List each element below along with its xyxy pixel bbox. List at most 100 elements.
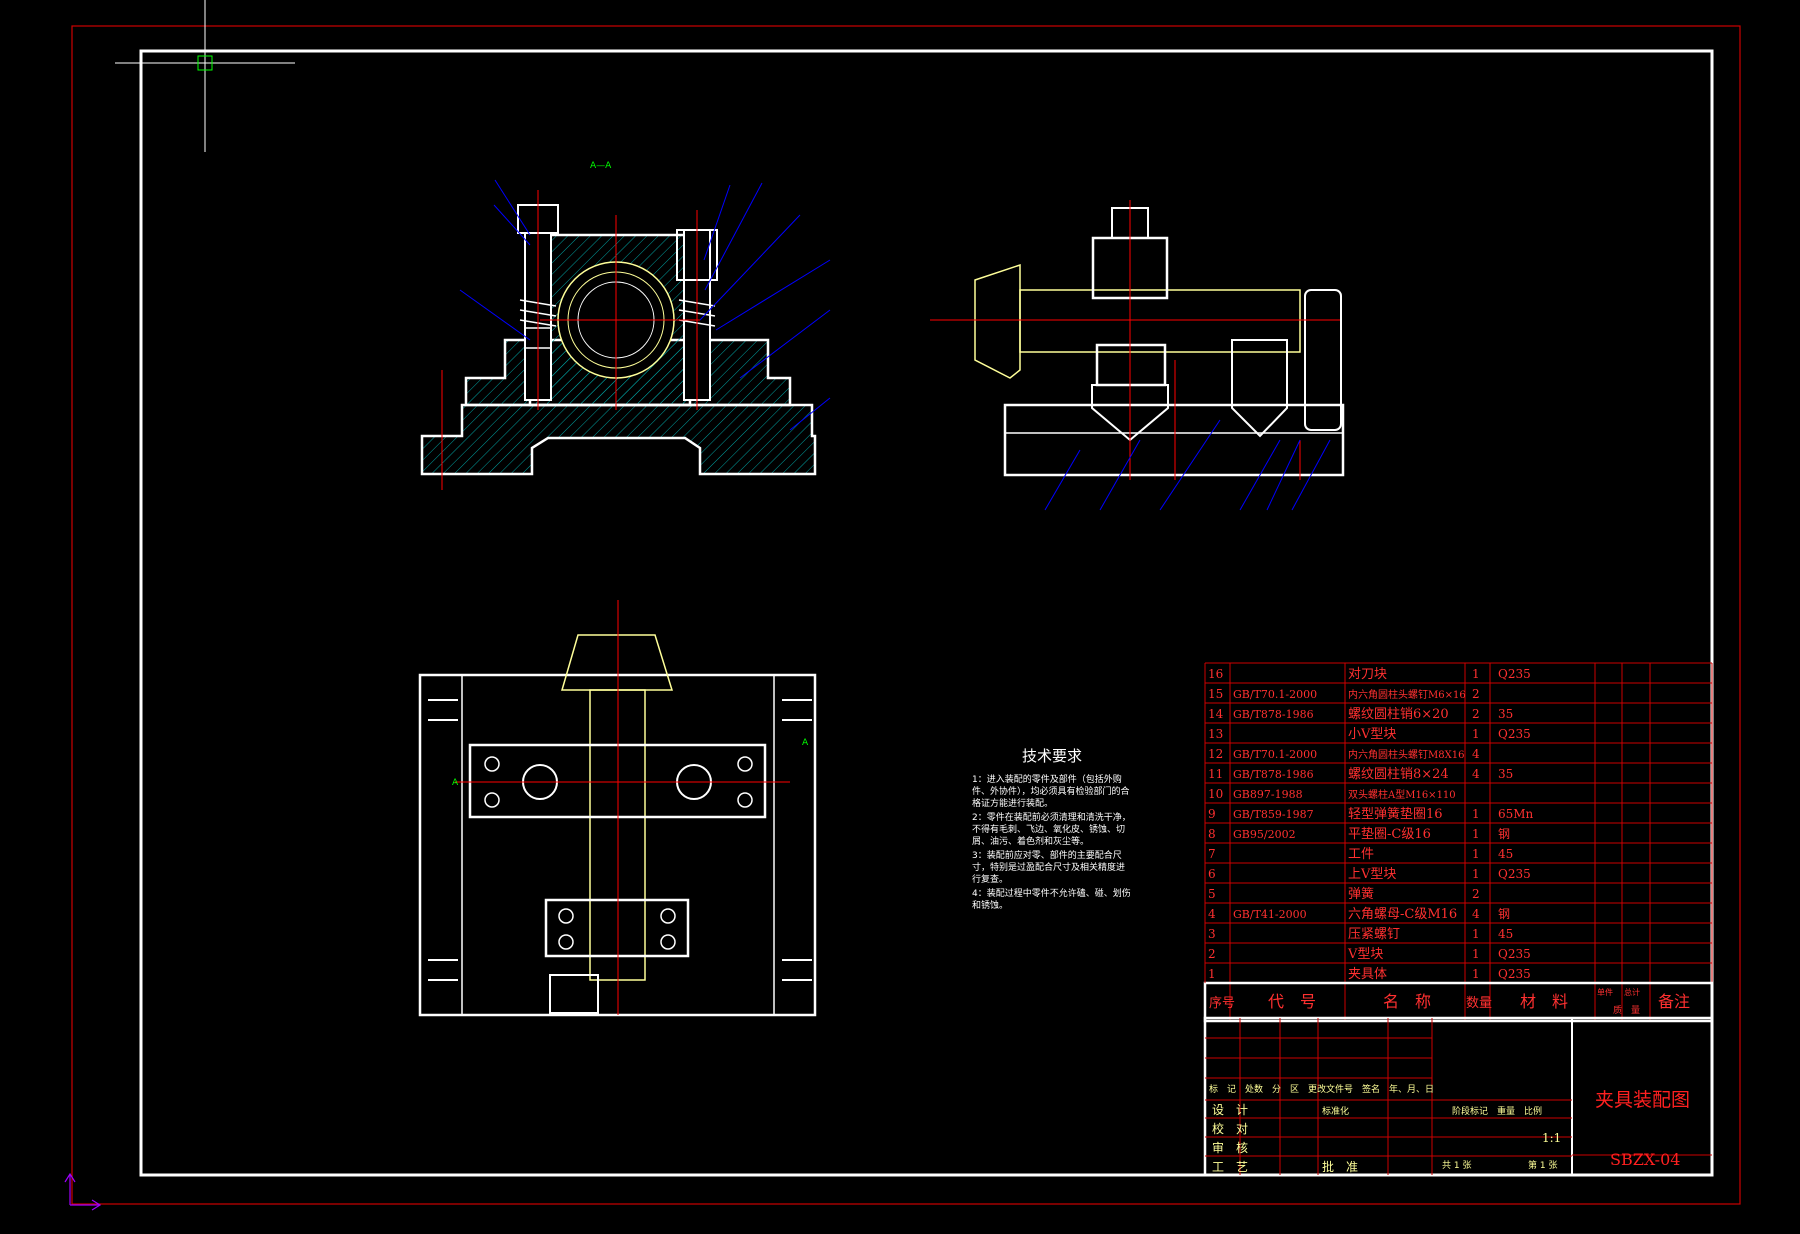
drawing-name: 夹具装配图	[1595, 1089, 1690, 1111]
bom-header-material: 材 料	[1520, 992, 1568, 1011]
bom-no: 4	[1208, 907, 1216, 921]
sheet-number: 第 1 张	[1528, 1159, 1557, 1171]
bom-code: GB897-1988	[1233, 788, 1303, 801]
tech-req-item: 4：装配过程中零件不允许磕、碰、划伤和锈蚀。	[972, 889, 1131, 911]
bom-no: 8	[1208, 827, 1216, 841]
bom-header-total: 总计	[1624, 987, 1640, 997]
front-section-view[interactable]: A—A	[420, 161, 831, 490]
bom-no: 3	[1208, 927, 1216, 941]
bom-no: 15	[1208, 687, 1223, 701]
bom-code: GB/T41-2000	[1233, 908, 1307, 921]
bom-no: 16	[1208, 667, 1223, 681]
bom-code: GB/T859-1987	[1233, 808, 1314, 821]
bom-material: 45	[1498, 927, 1513, 941]
bom-header-remark: 备注	[1658, 992, 1690, 1011]
bom-header-qty: 数量	[1466, 996, 1492, 1011]
bom-name: 螺纹圆柱销8×24	[1348, 767, 1449, 782]
bom-header-code: 代 号	[1268, 992, 1316, 1011]
title-design: 设 计	[1212, 1103, 1248, 1117]
title-block[interactable]: 标 记 处数 分 区 更改文件号 签名 年、月、日 设 计 校 对 审 核 工 …	[1203, 1016, 1714, 1177]
bom-name: 螺纹圆柱销6×20	[1348, 707, 1449, 722]
bom-qty: 1	[1472, 927, 1480, 941]
bom-qty: 1	[1472, 827, 1480, 841]
stage-row: 阶段标记 重量 比例	[1452, 1105, 1542, 1117]
bom-no: 9	[1208, 807, 1216, 821]
bom-material: 45	[1498, 847, 1513, 861]
bom-name: 工件	[1348, 847, 1374, 862]
bom-code: GB/T878-1986	[1233, 768, 1314, 781]
bom-no: 14	[1208, 707, 1224, 721]
technical-requirements: 技术要求 1：进入装配的零件及部件（包括外购件、外协件），均必须具有检验部门的合…	[972, 745, 1132, 914]
bom-code: GB/T70.1-2000	[1233, 748, 1317, 761]
bom-material: Q235	[1498, 727, 1531, 741]
drawing-frame	[139, 49, 1714, 1177]
bom-name: 双头螺柱A型M16×110	[1348, 788, 1456, 801]
drawing-number: SBZX-04	[1610, 1150, 1680, 1169]
bom-code: GB95/2002	[1233, 828, 1296, 841]
bom-qty: 1	[1472, 967, 1480, 981]
bom-header-name: 名 称	[1383, 992, 1431, 1011]
bom-material: 钢	[1498, 827, 1510, 841]
bom-name: 对刀块	[1348, 667, 1387, 682]
tech-req-item: 1：进入装配的零件及部件（包括外购件、外协件），均必须具有检验部门的合格证方能进…	[972, 775, 1130, 809]
top-view[interactable]: A A	[418, 600, 817, 1017]
tech-req-item: 2：零件在装配前必须清理和清洗干净，不得有毛刺、飞边、氧化皮、锈蚀、切屑、油污、…	[972, 813, 1131, 847]
bom-qty: 1	[1472, 667, 1480, 681]
bom-material: Q235	[1498, 967, 1531, 981]
bom-name: 夹具体	[1348, 967, 1387, 982]
sheet-border	[71, 25, 1741, 1205]
bom-material: 35	[1498, 707, 1513, 721]
bom-qty: 4	[1472, 767, 1480, 781]
bom-qty: 2	[1472, 687, 1480, 701]
bom-qty: 4	[1472, 907, 1480, 921]
tech-req-title: 技术要求	[1021, 747, 1082, 765]
bom-no: 10	[1208, 787, 1223, 801]
title-approve: 批 准	[1322, 1159, 1358, 1174]
title-standard: 标准化	[1322, 1105, 1349, 1117]
bom-no: 11	[1208, 767, 1223, 781]
bom-no: 6	[1208, 867, 1216, 881]
bom-qty: 1	[1472, 867, 1480, 881]
title-review: 审 核	[1212, 1140, 1248, 1155]
bom-name: 内六角圆柱头螺钉M8X16	[1348, 748, 1464, 761]
title-process: 工 艺	[1212, 1160, 1248, 1174]
side-view[interactable]	[930, 200, 1345, 511]
crosshair-cursor[interactable]	[115, 0, 295, 152]
bom-material: Q235	[1498, 867, 1531, 881]
bom-material: Q235	[1498, 947, 1531, 961]
bom-no: 2	[1208, 947, 1216, 961]
drawing-scale: 1:1	[1542, 1131, 1561, 1145]
bom-name: V型块	[1347, 947, 1383, 962]
bom-name: 内六角圆柱头螺钉M6×16	[1348, 688, 1466, 701]
bom-qty: 1	[1472, 947, 1480, 961]
bom-qty: 1	[1472, 847, 1480, 861]
bom-no: 7	[1208, 847, 1216, 861]
bom-header-no: 序号	[1209, 996, 1235, 1011]
ucs-icon	[64, 1172, 102, 1211]
bom-material: 65Mn	[1498, 807, 1534, 821]
bom-qty: 2	[1472, 707, 1480, 721]
title-check: 校 对	[1212, 1121, 1248, 1136]
bom-no: 5	[1208, 887, 1216, 901]
bom-qty: 4	[1472, 747, 1480, 761]
bom-material: 35	[1498, 767, 1513, 781]
bom-name: 弹簧	[1348, 886, 1374, 902]
bom-material: Q235	[1498, 667, 1531, 681]
view-mark-left: A	[452, 778, 459, 788]
bom-name: 轻型弹簧垫圈16	[1348, 806, 1443, 822]
bom-name: 小V型块	[1348, 727, 1396, 742]
tech-req-item: 3：装配前应对零、部件的主要配合尺寸，特别是过盈配合尺寸及相关精度进行复查。	[972, 851, 1126, 885]
bom-qty: 1	[1472, 807, 1480, 821]
sheet-count: 共 1 张	[1442, 1160, 1471, 1171]
bom-name: 上V型块	[1348, 867, 1396, 882]
revision-row: 标 记 处数 分 区 更改文件号 签名 年、月、日	[1209, 1083, 1434, 1095]
bom-no: 12	[1208, 747, 1223, 761]
bom-code: GB/T70.1-2000	[1233, 688, 1317, 701]
bom-header-unit: 单件	[1597, 987, 1613, 997]
bom-header-weight: 质 量	[1613, 1004, 1640, 1016]
bom-no: 13	[1208, 727, 1223, 741]
bom-name: 压紧螺钉	[1348, 927, 1400, 942]
bom-code: GB/T878-1986	[1233, 708, 1314, 721]
